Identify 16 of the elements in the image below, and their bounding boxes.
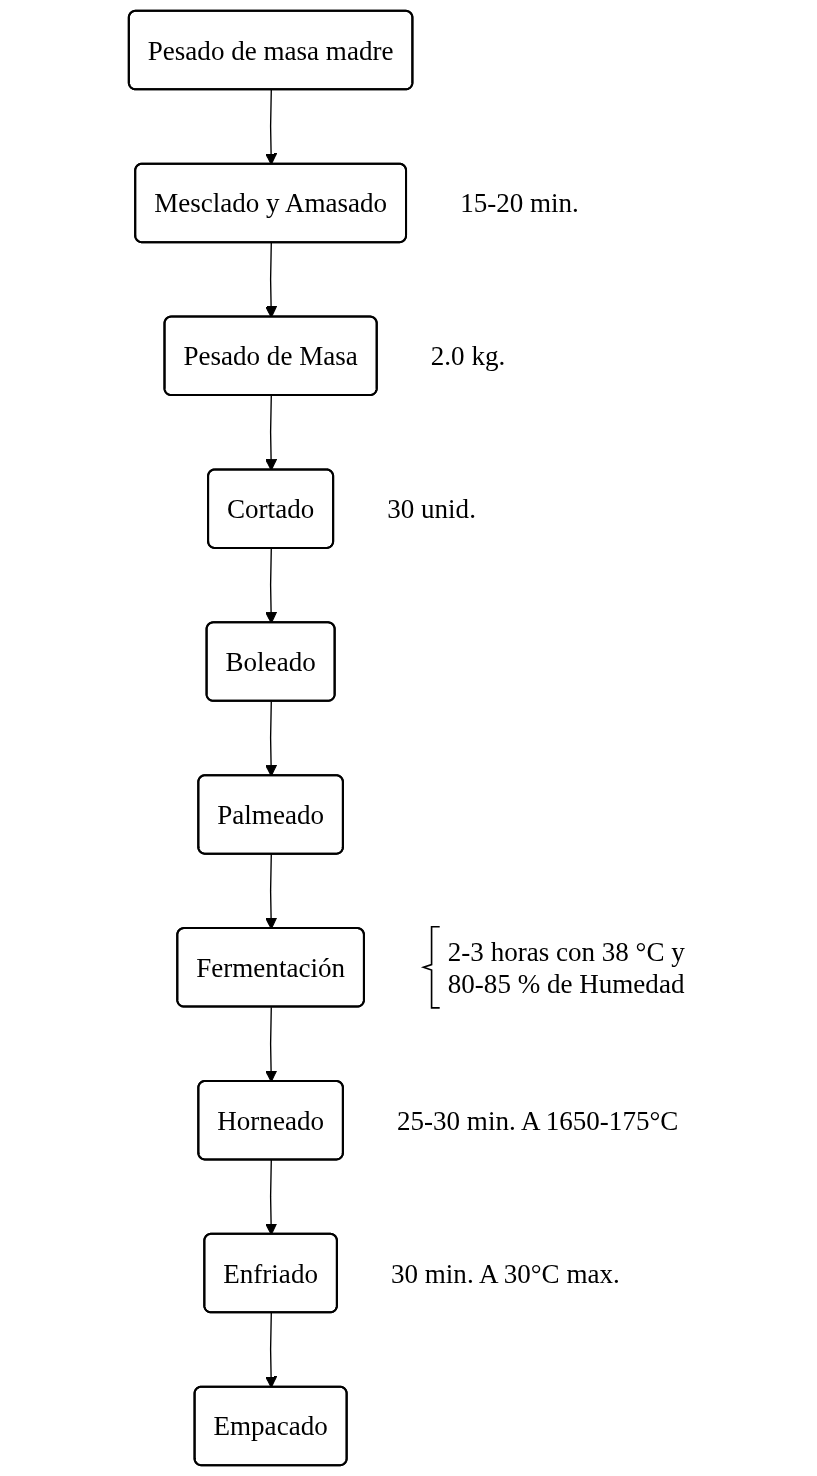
- process-box: Pesado de masa madre: [128, 9, 414, 91]
- annotation-text: 15-20 min.: [460, 188, 580, 219]
- annotation-text: 25-30 min. A 1650-175°C: [397, 1105, 679, 1136]
- process-box: Palmeado: [197, 774, 345, 855]
- process-box: Cortado: [207, 468, 335, 549]
- annotation-text: 30 min. A 30°C max.: [391, 1258, 621, 1289]
- process-box: Horneado: [197, 1079, 345, 1161]
- annotation-text: 2.0 kg.: [431, 341, 506, 372]
- annotation-text: 30 unid.: [387, 494, 477, 525]
- process-box: Pesado de Masa: [163, 315, 379, 397]
- process-box: Mesclado y Amasado: [134, 162, 408, 244]
- process-box: Boleado: [205, 621, 336, 702]
- process-box: Fermentación: [176, 927, 366, 1008]
- process-box: Empacado: [193, 1385, 348, 1467]
- annotation-text: 2-3 horas con 38 °C y 80-85 % de Humedad: [448, 936, 686, 999]
- process-box: Enfriado: [203, 1232, 339, 1314]
